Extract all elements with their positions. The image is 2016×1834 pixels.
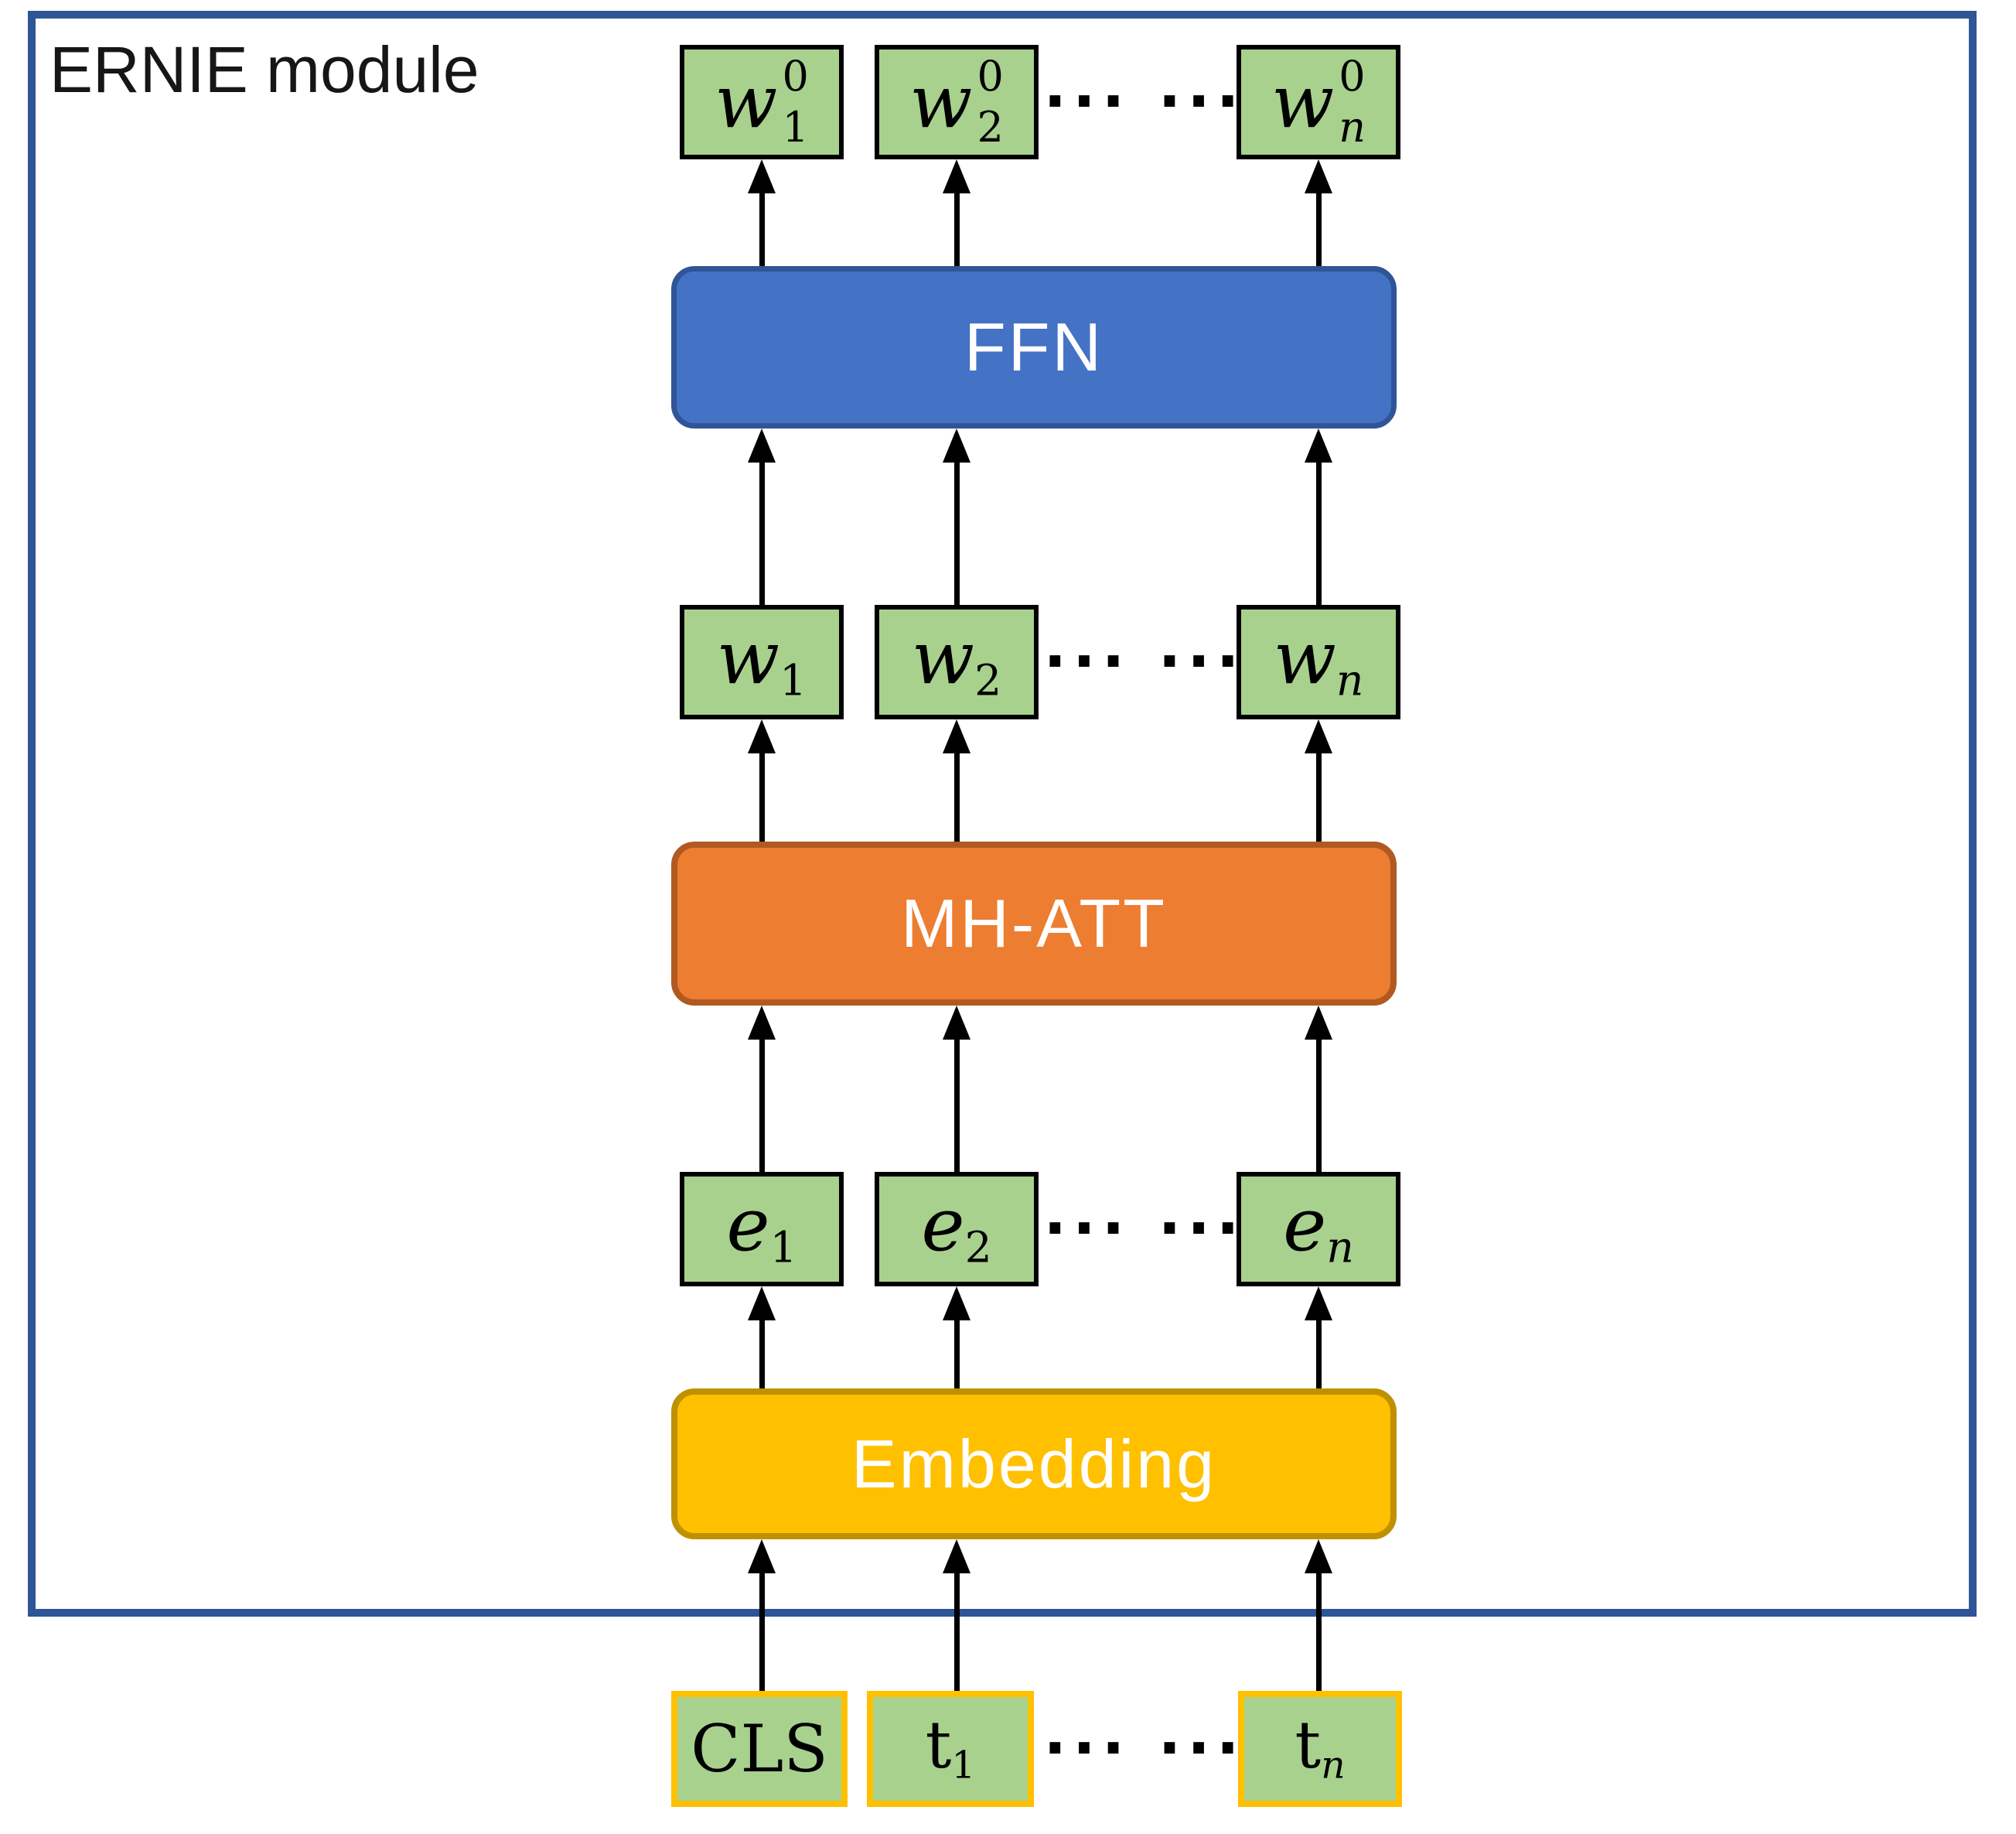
arrowhead-icon	[1305, 1006, 1332, 1040]
arrowhead-icon	[748, 1006, 776, 1040]
arrow-up	[748, 1539, 776, 1691]
arrow-up	[1305, 1286, 1332, 1388]
arrowhead-icon	[943, 429, 970, 463]
arrow-up	[943, 159, 970, 266]
mh-att-box: MH-ATT	[671, 842, 1397, 1006]
arrowhead-icon	[943, 719, 970, 753]
ernie-module-frame	[28, 11, 1977, 1617]
diagram-title: ERNIE module	[49, 33, 479, 106]
arrowhead-icon	[1305, 159, 1332, 193]
arrowhead-icon	[943, 159, 970, 193]
node-cls: CLS	[671, 1691, 848, 1807]
arrow-up	[1305, 159, 1332, 266]
arrowhead-icon	[1305, 1286, 1332, 1320]
ellipsis-embedding: ··· ···	[1043, 1194, 1246, 1264]
arrowhead-icon	[748, 719, 776, 753]
arrowhead-icon	[943, 1006, 970, 1040]
arrowhead-icon	[1305, 429, 1332, 463]
arrow-up	[748, 1006, 776, 1172]
arrowhead-icon	[748, 1539, 776, 1573]
node-w2: w2	[875, 605, 1039, 719]
ellipsis-input: ··· ···	[1043, 1714, 1246, 1784]
ffn-label: FFN	[964, 309, 1104, 385]
node-tn: tn	[1238, 1691, 1402, 1807]
arrowhead-icon	[1305, 1539, 1332, 1573]
arrow-up	[1305, 1539, 1332, 1691]
arrow-up	[943, 429, 970, 605]
arrowhead-icon	[1305, 719, 1332, 753]
node-e2: e2	[875, 1172, 1039, 1286]
embedding-box: Embedding	[671, 1388, 1397, 1539]
arrowhead-icon	[943, 1286, 970, 1320]
arrow-up	[748, 159, 776, 266]
arrow-up	[1305, 719, 1332, 842]
arrow-up	[943, 1539, 970, 1691]
node-e1: e1	[680, 1172, 844, 1286]
arrow-up	[943, 1006, 970, 1172]
node-t1: t1	[867, 1691, 1034, 1807]
ellipsis-output: ··· ···	[1043, 67, 1246, 137]
arrow-up	[1305, 1006, 1332, 1172]
arrow-up	[748, 719, 776, 842]
ellipsis-hidden: ··· ···	[1043, 627, 1246, 697]
arrow-up	[1305, 429, 1332, 605]
arrowhead-icon	[943, 1539, 970, 1573]
arrow-up	[943, 719, 970, 842]
node-w1: w1	[680, 605, 844, 719]
node-wn: wn	[1237, 605, 1400, 719]
embedding-label: Embedding	[851, 1425, 1217, 1502]
arrow-up	[748, 1286, 776, 1388]
arrow-up	[748, 429, 776, 605]
ffn-box: FFN	[671, 266, 1397, 429]
mh-att-label: MH-ATT	[901, 885, 1167, 961]
node-en: en	[1237, 1172, 1400, 1286]
arrowhead-icon	[748, 159, 776, 193]
arrowhead-icon	[748, 429, 776, 463]
arrowhead-icon	[748, 1286, 776, 1320]
arrow-up	[943, 1286, 970, 1388]
